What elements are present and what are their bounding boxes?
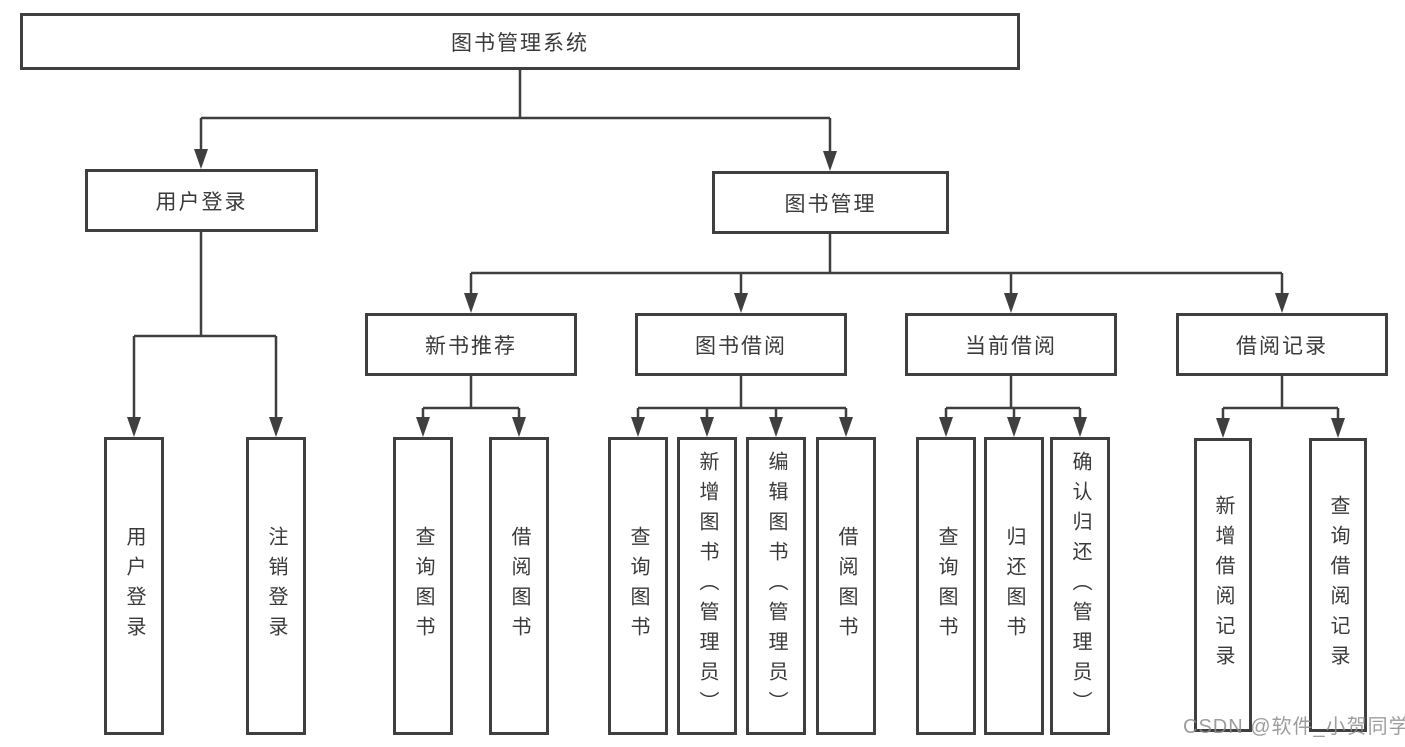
connector-current-borrow-children <box>944 376 1082 418</box>
leaf-query-books-borrow: 查询图书 <box>608 437 668 735</box>
node-user-login: 用户登录 <box>85 169 318 232</box>
leaf-borrow-books-recommend: 借阅图书 <box>489 437 549 735</box>
leaf-borrow-books: 借阅图书 <box>816 437 876 735</box>
connector-book-borrow-children <box>636 376 848 418</box>
leaf-query-books-recommend: 查询图书 <box>393 437 453 735</box>
node-current-borrow-label: 当前借阅 <box>965 334 1057 358</box>
node-new-book-recommend: 新书推荐 <box>365 313 577 376</box>
leaf-user-login: 用户登录 <box>104 437 164 735</box>
leaf-logout: 注销登录 <box>246 437 306 735</box>
node-borrow-records: 借阅记录 <box>1176 313 1388 376</box>
leaf-borrow-books-label: 借阅图书 <box>835 526 857 646</box>
leaf-return-book-label: 归还图书 <box>1003 526 1025 646</box>
node-current-borrow: 当前借阅 <box>905 313 1117 376</box>
leaf-add-book-admin-label: 新增图书（管理员） <box>696 451 718 721</box>
node-new-book-recommend-label: 新书推荐 <box>425 334 517 358</box>
connector-new-book-children <box>421 376 521 418</box>
csdn-watermark: CSDN @软件_小贺同学 <box>1183 716 1405 738</box>
leaf-edit-book-admin: 编辑图书（管理员） <box>746 437 806 735</box>
leaf-add-borrow-record-label: 新增借阅记录 <box>1212 495 1234 675</box>
node-book-borrow-label: 图书借阅 <box>695 334 787 358</box>
leaf-query-books-recommend-label: 查询图书 <box>412 526 434 646</box>
connector-user-login-children <box>132 232 278 418</box>
node-borrow-records-label: 借阅记录 <box>1236 334 1328 358</box>
node-book-borrow: 图书借阅 <box>635 313 847 376</box>
connector-book-mgmt-children <box>469 234 1284 295</box>
leaf-add-borrow-record: 新增借阅记录 <box>1194 438 1252 732</box>
leaf-add-book-admin: 新增图书（管理员） <box>677 437 737 735</box>
leaf-confirm-return-admin-label: 确认归还（管理员） <box>1069 451 1091 721</box>
node-root-system: 图书管理系统 <box>20 13 1020 70</box>
leaf-return-book: 归还图书 <box>984 437 1044 735</box>
leaf-borrow-books-recommend-label: 借阅图书 <box>508 526 530 646</box>
leaf-query-books-borrow-label: 查询图书 <box>627 526 649 646</box>
node-book-management-label: 图书管理 <box>784 192 877 216</box>
leaf-edit-book-admin-label: 编辑图书（管理员） <box>765 451 787 721</box>
leaf-logout-label: 注销登录 <box>265 526 287 646</box>
node-book-management: 图书管理 <box>712 171 949 234</box>
node-root-label: 图书管理系统 <box>451 31 589 55</box>
leaf-query-borrow-record-label: 查询借阅记录 <box>1327 495 1349 675</box>
leaf-query-borrow-record: 查询借阅记录 <box>1309 438 1367 732</box>
connector-borrow-record-children <box>1221 376 1340 419</box>
leaf-query-books-current-label: 查询图书 <box>935 526 957 646</box>
leaf-query-books-current: 查询图书 <box>916 437 976 735</box>
leaf-user-login-label: 用户登录 <box>123 526 145 646</box>
node-user-login-label: 用户登录 <box>155 190 248 214</box>
leaf-confirm-return-admin: 确认归还（管理员） <box>1050 437 1110 735</box>
connector-root-to-level1 <box>199 70 832 152</box>
